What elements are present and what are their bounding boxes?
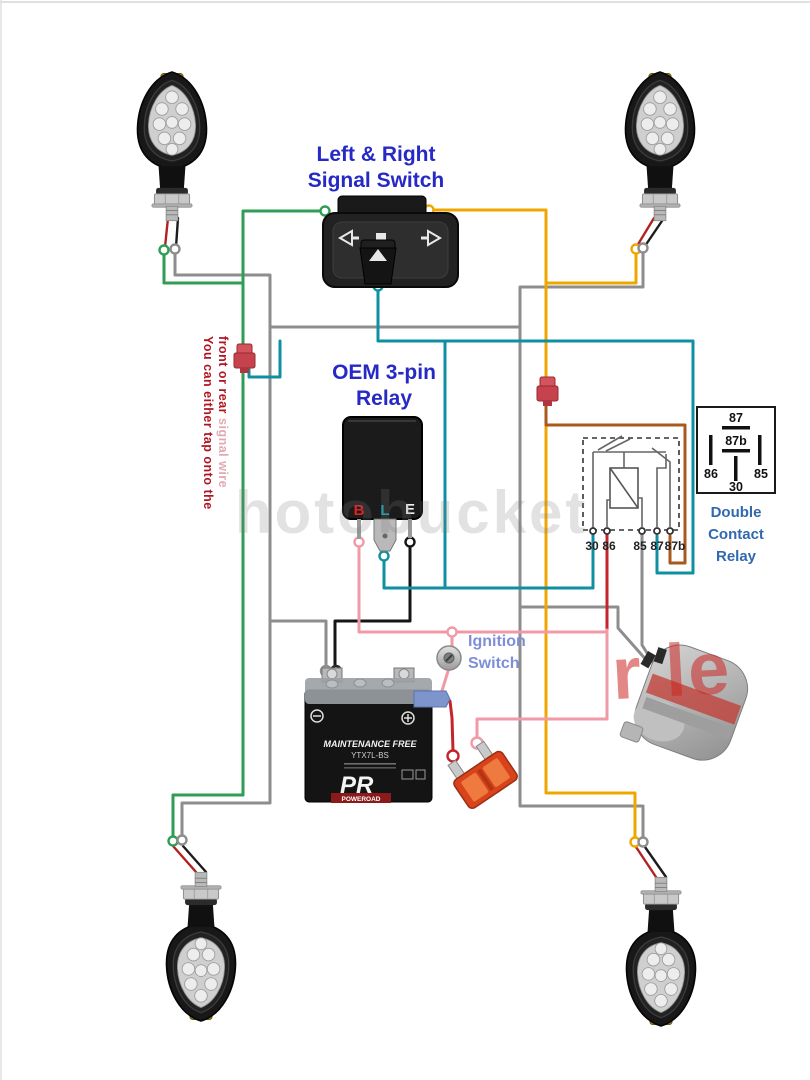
hazard-square-icon	[376, 233, 386, 243]
terminal-relay-l	[378, 550, 390, 562]
watermark-red-overlay: r le	[609, 625, 734, 716]
oem-relay-heading-line2: Relay	[355, 387, 413, 411]
turn-signal-bottom-right	[625, 876, 697, 1027]
switch-knob	[359, 239, 397, 285]
t-tap-connector-right	[536, 376, 559, 406]
battery-label-maintenance: MAINTENANCE FREE	[323, 739, 417, 749]
oem-relay-heading-line1: OEM 3-pin	[332, 361, 436, 384]
signal-switch-heading-line2: Signal Switch	[307, 169, 445, 193]
ground-wires-gray	[173, 250, 656, 840]
terminal-switch-left	[319, 205, 331, 217]
ignition-switch-icon	[436, 645, 462, 671]
flasher-unit	[619, 644, 749, 761]
battery-minus-icon	[310, 709, 324, 723]
up-triangle-icon	[369, 249, 387, 261]
terminal-ignition	[446, 626, 458, 638]
note-line2: front or rear signal wire	[215, 336, 230, 536]
battery-plus-icon	[401, 711, 415, 725]
relay-pin-b-label: B	[354, 502, 365, 519]
terminal-gray-topright	[637, 242, 649, 254]
left-signal-wire-green	[162, 209, 331, 839]
earth-wire-black	[333, 545, 412, 668]
note-line1: You can either tap onto the	[201, 336, 215, 510]
note-text: You can either tap onto the front or rea…	[200, 336, 230, 536]
legend-pin-85: 85	[754, 467, 768, 481]
schematic-pin-85: 85	[633, 539, 647, 553]
legend-pin-86: 86	[704, 467, 718, 481]
legend-pin-87: 87	[729, 411, 743, 425]
terminal-green-topleft	[158, 244, 170, 256]
terminal-gray-bottomright	[637, 836, 649, 848]
schematic-pin-86: 86	[602, 539, 616, 553]
battery: MAINTENANCE FREE YTX7L-BS PR POWEROAD	[304, 667, 451, 803]
double-contact-line3: Relay	[715, 547, 757, 565]
double-contact-line1: Double	[710, 504, 762, 521]
ignition-label-line2: Switch	[468, 654, 520, 672]
turn-signal-top-left	[136, 71, 208, 222]
watermark-center: hotobucket	[235, 479, 589, 546]
oem-3pin-relay: B L E	[342, 416, 423, 552]
note-line2-dark: front or rear	[216, 336, 230, 419]
battery-positive-connector	[413, 690, 451, 708]
turn-signal-top-right	[624, 71, 696, 222]
double-contact-relay-label: Double Contact Relay	[676, 502, 796, 567]
legend-pin-87b: 87b	[725, 434, 747, 448]
ignition-label-line1: Ignition	[468, 633, 526, 650]
signal-feed-wires-teal	[247, 286, 695, 590]
fuse	[447, 740, 518, 809]
right-signal-wire-orange	[429, 208, 638, 840]
oem-relay-heading: OEM 3-pin Relay	[300, 360, 468, 413]
t-tap-connector-left	[233, 343, 256, 373]
signal-switch-heading-line1: Left & Right	[316, 143, 436, 166]
ring-terminal-red	[446, 749, 460, 763]
terminal-gray-bottomleft	[176, 834, 188, 846]
flasher-terminal-1	[640, 650, 656, 669]
legend-pin-30: 30	[729, 480, 743, 494]
note-line2-faded: signal wire	[216, 418, 230, 489]
turn-signal-bottom-left	[165, 871, 237, 1022]
signal-switch	[322, 195, 459, 288]
right-arrow-icon	[421, 229, 442, 247]
signal-switch-heading: Left & Right Signal Switch	[260, 142, 492, 195]
ignition-switch-label: Ignition Switch	[468, 631, 558, 674]
terminal-gray-topleft	[169, 243, 181, 255]
flasher-terminal-2	[653, 647, 667, 665]
schematic-pin-87b: 87b	[665, 539, 686, 553]
tap-wire-brown-87b	[544, 403, 687, 565]
relay-schematic: 30 86 85 87 87b	[582, 435, 686, 553]
left-arrow-icon	[338, 229, 359, 247]
wiring-harness	[162, 208, 695, 879]
schematic-pin-87: 87	[650, 539, 664, 553]
terminal-green-bottomleft	[167, 835, 179, 847]
relay-pin-e-label: E	[405, 501, 415, 518]
double-contact-line2: Contact	[708, 525, 764, 543]
signal-lead-stubs	[163, 216, 668, 879]
schematic-pin-30: 30	[585, 539, 599, 553]
switched-power-wires-pink	[357, 545, 609, 740]
power-wires-red	[448, 532, 609, 753]
battery-brand-name: POWEROAD	[342, 796, 381, 803]
battery-model-label: YTX7L-BS	[351, 751, 389, 760]
relay-pin-l-label: L	[380, 502, 389, 519]
double-contact-relay-legend: 87 87b 86 85 30	[696, 406, 776, 494]
